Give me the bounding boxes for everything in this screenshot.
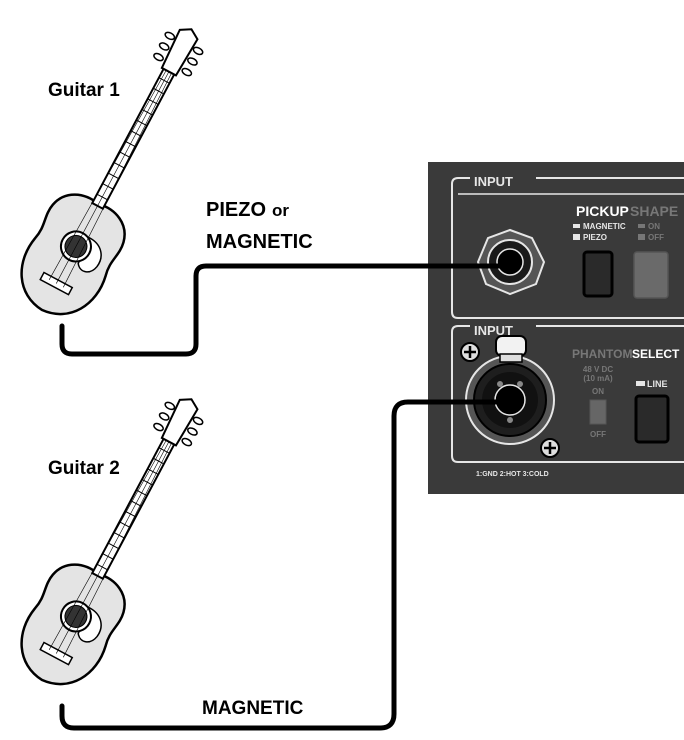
shape-title: SHAPE [630,203,678,219]
cable-2-label: MAGNETIC [202,698,304,719]
cable-1 [59,263,513,357]
upper-input-title: INPUT [474,174,513,189]
guitar-2 [4,378,230,701]
lower-input-frame [451,325,684,463]
cable-1-label-line2: MAGNETIC [206,231,313,253]
xlr-latch[interactable] [495,335,527,363]
pickup-title: PICKUP [576,203,629,219]
pickup-switch[interactable] [582,250,614,298]
screw-bottom-right [540,438,560,458]
xlr-pinout: 1:GND 2:HOT 3:COLD [476,471,549,478]
shape-switch[interactable] [633,251,669,299]
select-title: SELECT [632,347,680,361]
shape-option-on: ON [648,222,660,231]
phantom-switch[interactable] [589,399,607,425]
input-panel: INPUT PICKUP MAGNETIC PIEZO SHAPE ON OFF… [428,162,684,494]
phantom-spec-voltage: 48 V DC [583,365,613,374]
pickup-option-piezo: PIEZO [583,233,607,242]
phantom-title: PHANTOM [572,347,632,361]
phantom-off: OFF [590,430,606,439]
screw-top-left [460,342,480,362]
select-switch[interactable] [634,394,670,444]
select-option-line: LINE [647,379,668,389]
guitar-2-label: Guitar 2 [48,458,120,479]
cable-2 [59,399,513,731]
guitar-1-label: Guitar 1 [48,80,120,101]
phantom-spec-current: (10 mA) [583,374,613,383]
upper-input-frame [451,177,684,319]
phantom-on: ON [592,387,604,396]
pickup-option-magnetic: MAGNETIC [583,222,626,231]
shape-option-off: OFF [648,233,664,242]
lower-input-title: INPUT [474,323,513,338]
